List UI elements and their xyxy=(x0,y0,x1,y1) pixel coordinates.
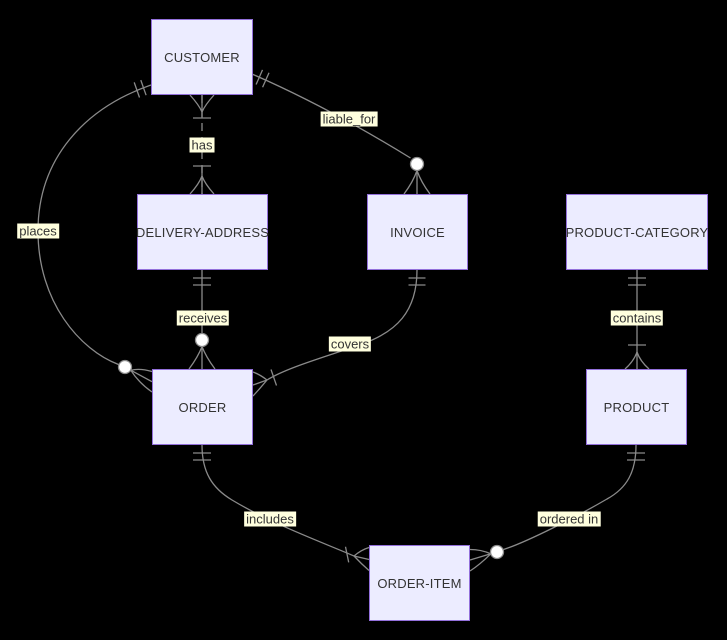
edge-liable-for xyxy=(251,69,431,195)
relationship-label-receives: receives xyxy=(176,310,230,326)
entity-product: PRODUCT xyxy=(586,369,687,445)
relationship-label-covers: covers xyxy=(328,336,372,352)
entity-order-item: ORDER-ITEM xyxy=(369,545,470,621)
one-or-more-marker xyxy=(624,344,650,370)
entity-order-item-name: ORDER-ITEM xyxy=(377,575,462,591)
entity-invoice-name: INVOICE xyxy=(390,224,445,240)
entity-product-category: PRODUCT-CATEGORY xyxy=(566,194,708,270)
one-or-more-marker xyxy=(252,369,278,397)
edge-covers xyxy=(252,269,426,397)
entity-product-category-name: PRODUCT-CATEGORY xyxy=(565,224,709,240)
exactly-one-marker xyxy=(193,452,211,461)
entity-order: ORDER xyxy=(152,369,253,445)
entity-customer-name: CUSTOMER xyxy=(164,49,240,65)
entity-delivery-address: DELIVERY-ADDRESS xyxy=(135,194,270,270)
relationship-label-places: places xyxy=(17,223,59,239)
exactly-one-marker xyxy=(628,277,646,286)
zero-or-more-marker xyxy=(188,332,216,370)
edge-ordered-in xyxy=(469,444,645,572)
zero-or-more-marker xyxy=(117,359,153,393)
exactly-one-marker xyxy=(627,452,645,461)
one-or-more-marker xyxy=(189,94,215,119)
relationship-label-ordered-in: ordered in xyxy=(537,511,601,527)
entity-invoice: INVOICE xyxy=(367,194,468,270)
zero-or-more-marker xyxy=(469,544,505,572)
entity-customer: CUSTOMER xyxy=(151,19,253,95)
one-or-more-marker xyxy=(189,165,215,195)
exactly-one-marker xyxy=(408,277,426,286)
exactly-one-marker xyxy=(193,277,211,286)
one-or-more-marker xyxy=(344,546,370,571)
relationship-label-has: has xyxy=(189,137,215,153)
relationship-label-includes: includes xyxy=(244,511,296,527)
relationship-label-liable-for: liable_for xyxy=(320,111,378,127)
relationship-label-contains: contains xyxy=(610,310,664,326)
entity-delivery-address-name: DELIVERY-ADDRESS xyxy=(135,224,270,240)
exactly-one-marker xyxy=(133,79,147,98)
edge-includes xyxy=(193,444,370,571)
entity-order-name: ORDER xyxy=(178,399,227,415)
entity-product-name: PRODUCT xyxy=(603,399,670,415)
zero-or-more-marker xyxy=(403,156,431,195)
exactly-one-marker xyxy=(255,69,270,88)
